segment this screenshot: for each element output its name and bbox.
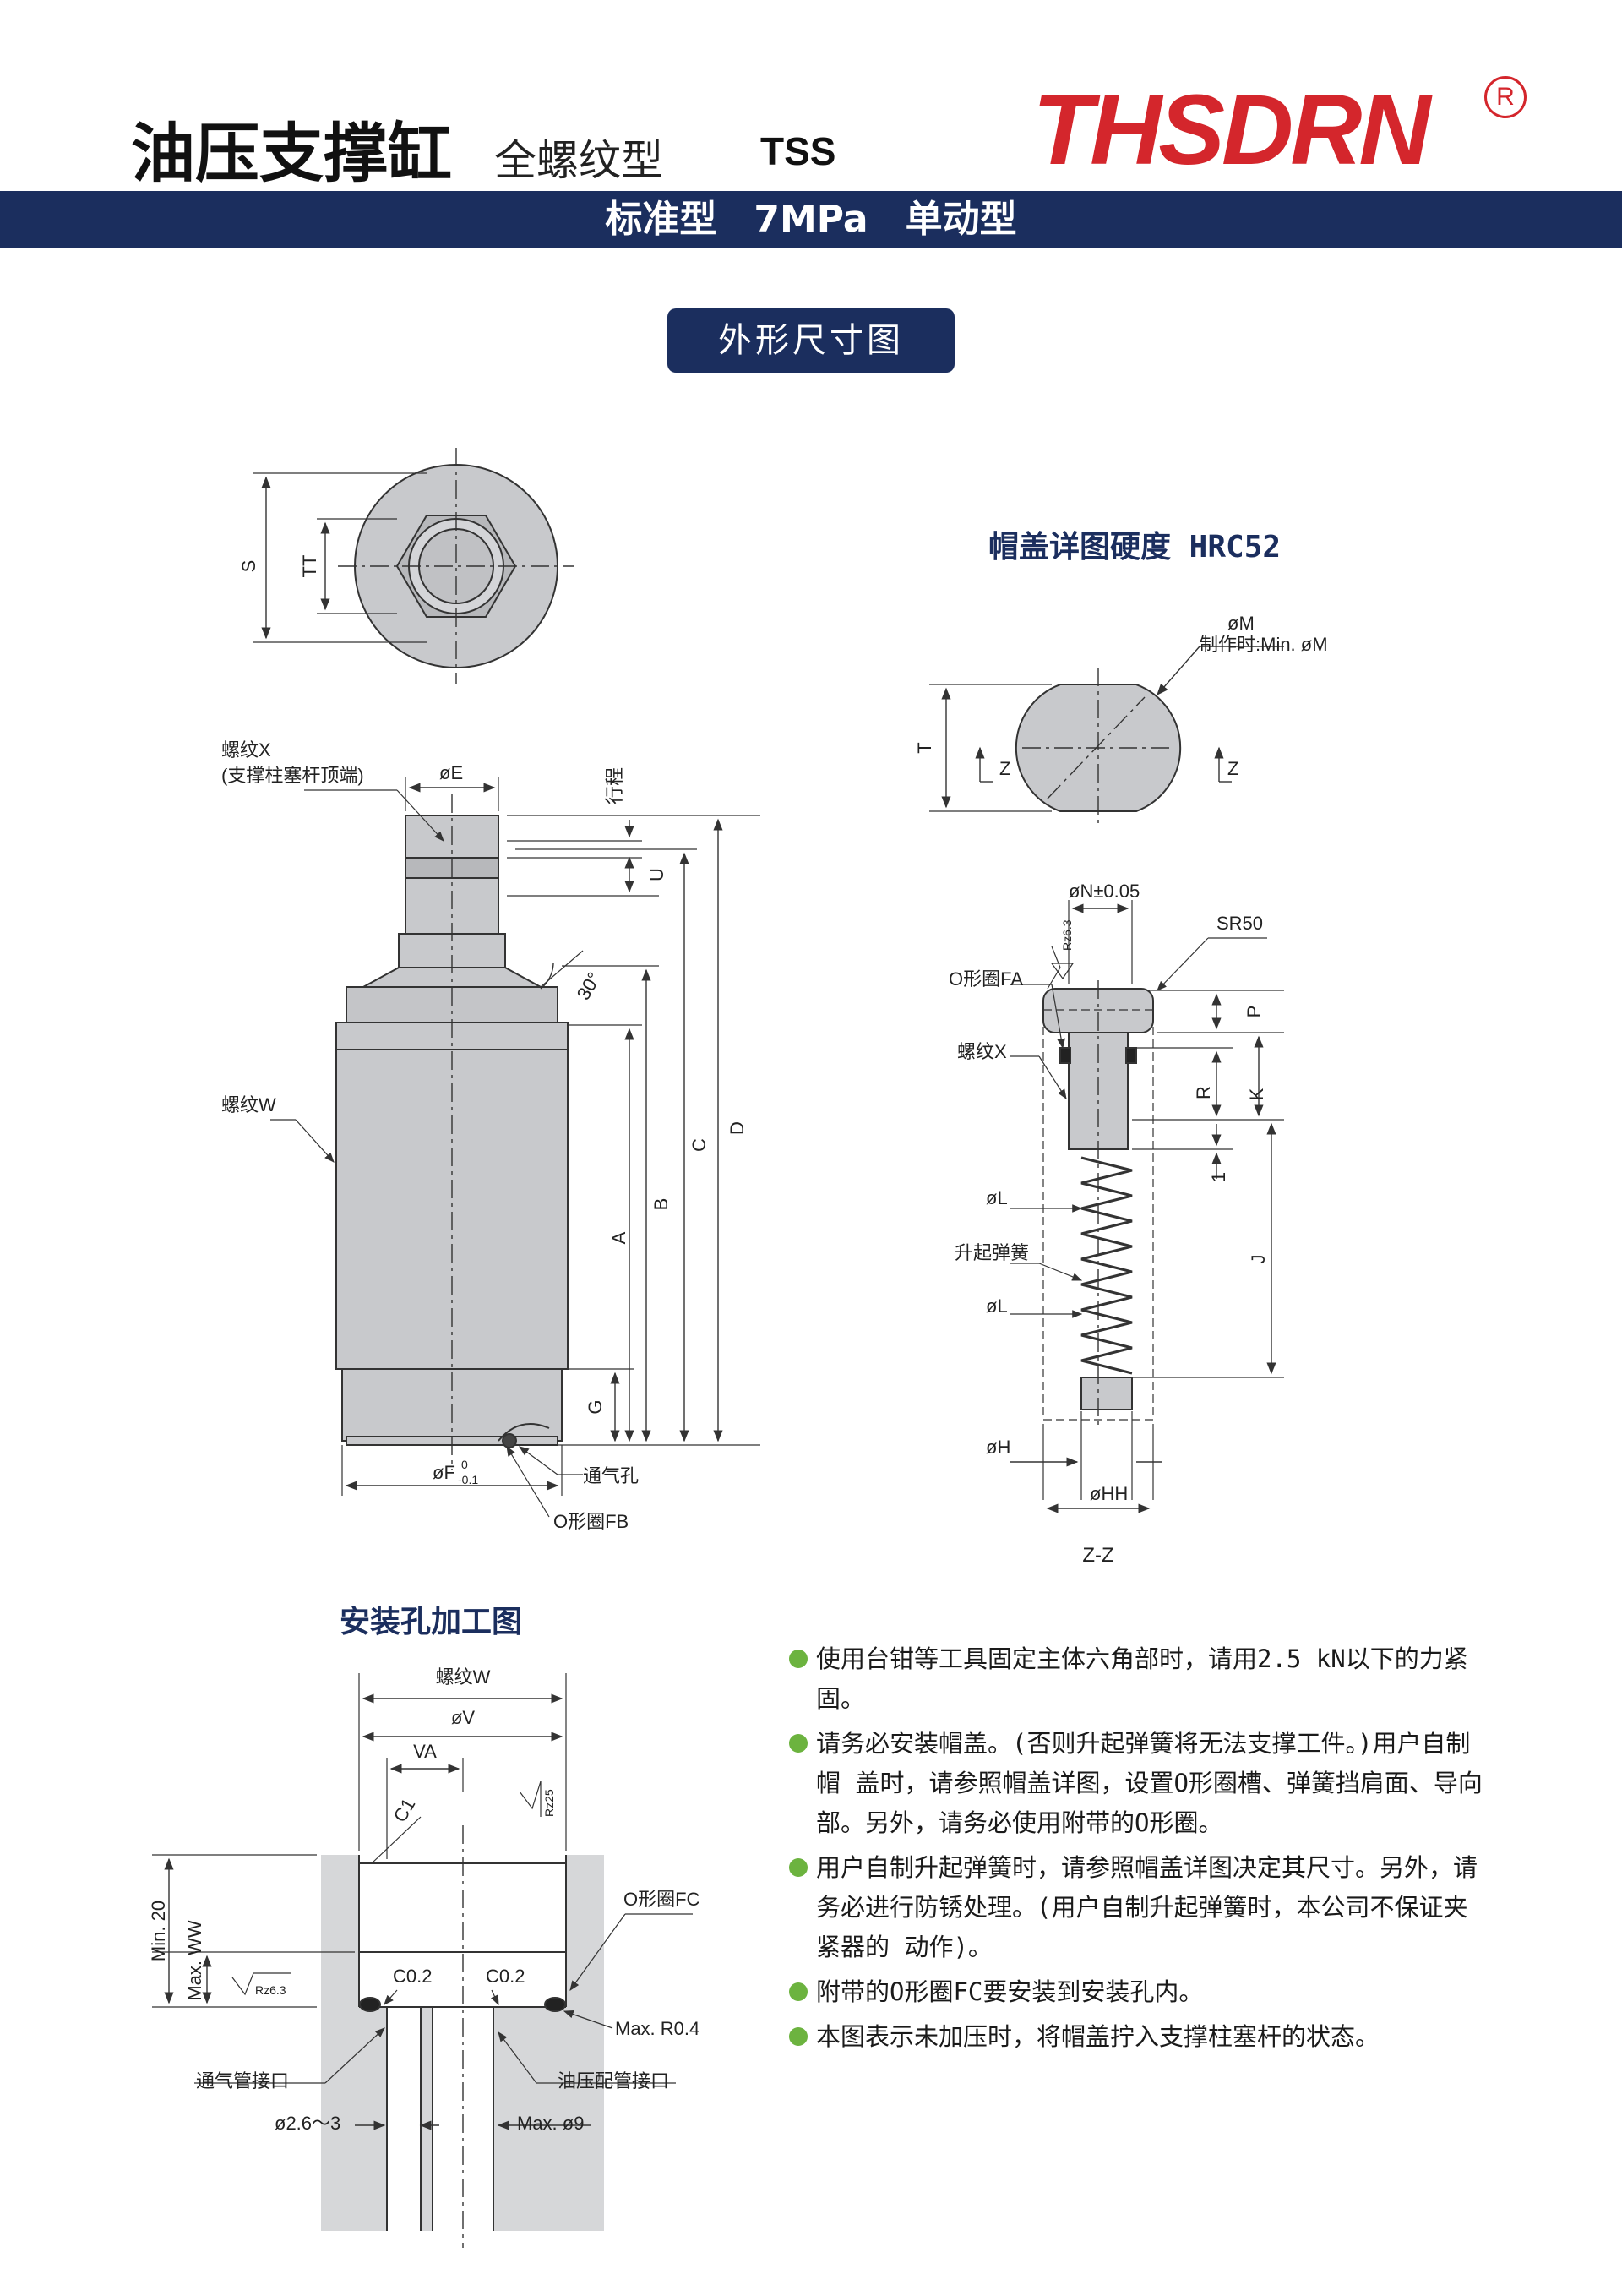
cap-detail-drawing: [929, 646, 1284, 828]
chamfer-C1: C1: [389, 1795, 420, 1826]
spec-band: [0, 191, 1622, 248]
dim-oF-tol-lower: -0.1: [458, 1473, 478, 1486]
install-hole-title: 安装孔加工图: [340, 1605, 523, 1639]
label-oring-FC: O形圈FC: [623, 1889, 700, 1910]
dim-VA: VA: [413, 1741, 437, 1762]
dim-J: J: [1248, 1255, 1269, 1264]
install-hole-drawing: [152, 1673, 693, 2248]
label-thread-X: 螺纹X: [221, 739, 271, 761]
dim-oHH: øHH: [1090, 1483, 1128, 1504]
section-mark-Z-left: Z: [999, 758, 1010, 779]
label-thread-W-install: 螺纹W: [436, 1666, 491, 1688]
label-lift-spring: 升起弹簧: [955, 1242, 1029, 1263]
dim-U: U: [646, 868, 667, 881]
section-mark-Z-right: Z: [1227, 758, 1238, 779]
dim-maxWW: Max. WW: [184, 1920, 205, 2001]
notes-list: 使用台钳等工具固定主体六角部时，请用2.5 kN以下的力紧固。 请务必安装帽盖。…: [786, 1639, 1487, 2062]
label-stroke: 行程: [604, 767, 625, 804]
dim-oE: øE: [439, 762, 463, 783]
dim-oF-tol-upper: 0: [461, 1458, 468, 1471]
label-vent: 通气孔: [583, 1465, 639, 1486]
bullet-icon: [789, 1982, 808, 2001]
dim-P: P: [1244, 1006, 1265, 1018]
section-label-ZZ: Z-Z: [1082, 1544, 1113, 1567]
note-item: 请务必安装帽盖。(否则升起弹簧将无法支撑工件。)用户自制帽 盖时，请参照帽盖详图…: [786, 1724, 1487, 1843]
registered-mark-icon: R: [1484, 76, 1527, 118]
dim-A: A: [608, 1231, 629, 1244]
dim-oF: øF: [433, 1462, 455, 1483]
dim-K: K: [1246, 1088, 1267, 1100]
label-oring-FB: O形圈FB: [553, 1511, 629, 1532]
dim-oM: øM: [1227, 613, 1255, 634]
dim-one: 1: [1208, 1172, 1229, 1182]
dim-oM-note: 制作时:Min. øM: [1200, 634, 1328, 655]
dim-oL-lower: øL: [986, 1295, 1008, 1317]
dim-S: S: [238, 560, 259, 573]
page-subtitle: 全螺纹型: [494, 136, 663, 185]
bullet-icon: [789, 1858, 808, 1877]
chamfer-C02-right: C0.2: [486, 1966, 525, 1987]
dim-oV: øV: [451, 1707, 475, 1728]
bullet-icon: [789, 1650, 808, 1668]
dim-max-R04: Max. R0.4: [615, 2018, 699, 2039]
note-item: 本图表示未加压时，将帽盖拧入支撑柱塞杆的状态。: [786, 2017, 1487, 2057]
cap-spring-section-drawing: [1010, 900, 1284, 1513]
chamfer-C02-left: C0.2: [393, 1966, 432, 1987]
label-oil-port: 油压配管接口: [558, 2070, 669, 2091]
roughness-Rz63-cap: Rz6.3: [1060, 919, 1074, 951]
dim-D: D: [727, 1121, 748, 1135]
side-view-drawing: [270, 777, 760, 1518]
brand-logo: THSDRN: [1032, 74, 1431, 186]
note-item: 使用台钳等工具固定主体六角部时，请用2.5 kN以下的力紧固。: [786, 1639, 1487, 1719]
dim-oN: øN±0.05: [1069, 881, 1140, 902]
roughness-Rz25: Rz25: [542, 1789, 556, 1817]
label-thread-X-note: (支撑柱塞杆顶端): [221, 765, 364, 786]
label-air-port: 通气管接口: [196, 2070, 289, 2091]
dim-B: B: [650, 1198, 672, 1211]
dim-max-o9: Max. ø9: [517, 2113, 584, 2134]
dim-angle-30: 30°: [573, 968, 605, 1003]
dim-min20: Min. 20: [148, 1901, 169, 1961]
spec-band-text: 标准型 7MPa 单动型: [605, 198, 1017, 241]
dim-G: G: [585, 1399, 606, 1414]
section-title-dimensions: 外形尺寸图: [667, 308, 955, 373]
dim-C: C: [689, 1138, 710, 1152]
dim-oL-upper: øL: [986, 1187, 1008, 1208]
cap-detail-title: 帽盖详图硬度 HRC52: [988, 530, 1282, 564]
dim-R: R: [1193, 1086, 1214, 1099]
bullet-icon: [789, 2027, 808, 2046]
note-item: 附带的O形圈FC要安装到安装孔内。: [786, 1972, 1487, 2012]
dim-SR50: SR50: [1216, 913, 1263, 934]
bullet-icon: [789, 1734, 808, 1753]
dim-T: T: [914, 742, 935, 753]
label-oring-FA: O形圈FA: [949, 968, 1023, 990]
model-code: TSS: [760, 129, 836, 173]
note-item: 用户自制升起弹簧时，请参照帽盖详图决定其尺寸。另外，请务必进行防锈处理。(用户自…: [786, 1848, 1487, 1967]
roughness-Rz63-hole: Rz6.3: [255, 1983, 286, 1997]
label-thread-W-side: 螺纹W: [221, 1094, 276, 1115]
dim-TT: TT: [299, 555, 320, 578]
top-view-drawing: [253, 448, 574, 684]
page-title: 油压支撑缸: [131, 116, 452, 191]
label-thread-X-detail: 螺纹X: [957, 1041, 1007, 1062]
dim-oH: øH: [986, 1437, 1010, 1458]
dim-o26: ø2.6～3: [275, 2113, 340, 2134]
